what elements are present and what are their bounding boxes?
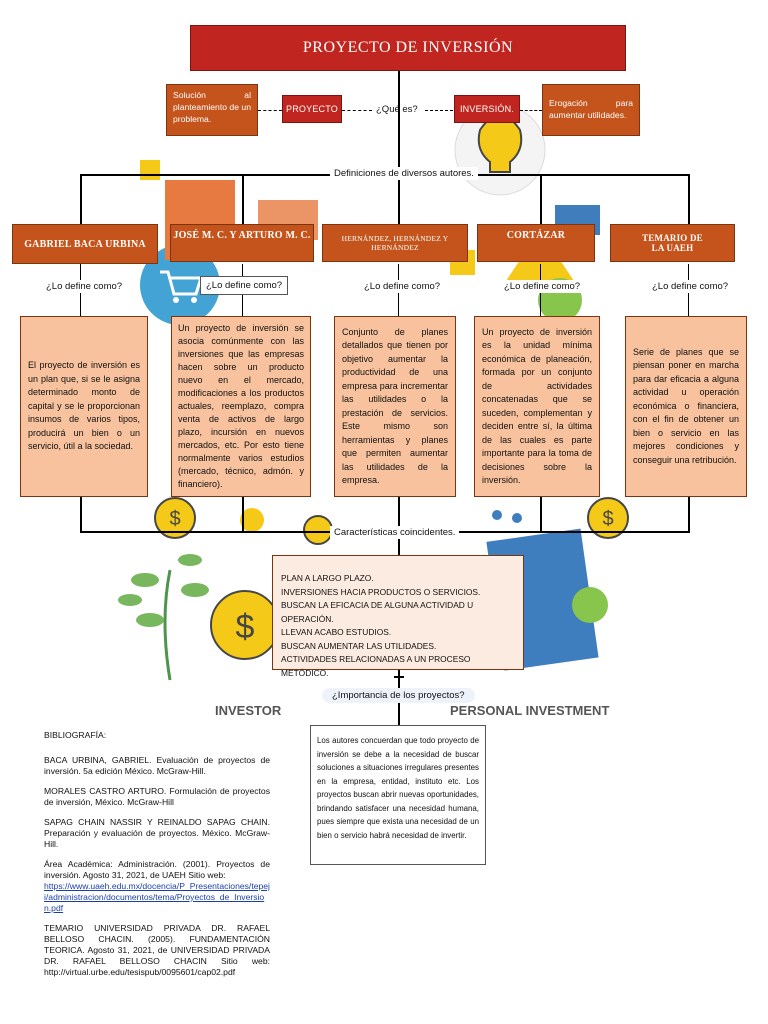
definition-jose-arturo: Un proyecto de inversión se asocia común… xyxy=(171,316,311,497)
page-title: PROYECTO DE INVERSIÓN xyxy=(190,25,626,71)
author-question-cortazar: ¿Lo define como? xyxy=(500,280,585,293)
definitions-label: Definiciones de diversos autores. xyxy=(330,167,478,180)
definition-hernandez: Conjunto de planes detallados que tienen… xyxy=(334,316,456,497)
inversion-box: INVERSIÓN. xyxy=(454,95,520,123)
bibliography-heading: BIBLIOGRAFÍA: xyxy=(44,730,107,740)
svg-text:$: $ xyxy=(169,508,180,530)
author-header-hernandez: HERNÁNDEZ, HERNÁNDEZ Y HERNÁNDEZ xyxy=(322,224,468,262)
coincident-item: BUSCAN AUMENTAR LAS UTILIDADES. xyxy=(281,640,437,651)
coincident-box: PLAN A LARGO PLAZO. INVERSIONES HACIA PR… xyxy=(272,555,524,678)
bibliography-entry: MORALES CASTRO ARTURO. Formulación de pr… xyxy=(44,786,270,807)
svg-text:$: $ xyxy=(602,508,613,530)
importance-box: Los autores concuerdan que todo proyecto… xyxy=(310,725,486,865)
definition-baca: El proyecto de inversión es un plan que,… xyxy=(20,316,148,497)
bibliography-entry: Área Académica: Administración. (2001). … xyxy=(44,859,270,880)
erogation-box: Erogación para aumentar utilidades. xyxy=(542,84,640,136)
author-header-baca: GABRIEL BACA URBINA xyxy=(12,224,158,264)
author-question-baca: ¿Lo define como? xyxy=(42,280,127,293)
definition-cortazar: Un proyecto de inversión es la unidad mí… xyxy=(474,316,600,497)
definition-temario: Serie de planes que se piensan poner en … xyxy=(625,316,747,497)
svg-text:$: $ xyxy=(236,608,255,646)
coincident-item: BUSCAN LA EFICACIA DE ALGUNA ACTIVIDAD U… xyxy=(281,600,474,624)
proyecto-box: PROYECTO xyxy=(282,95,342,123)
bibliography-entry: BACA URBINA, GABRIEL. Evaluación de proy… xyxy=(44,755,270,776)
author-question-hernandez: ¿Lo define como? xyxy=(360,280,445,293)
investor-label: INVESTOR xyxy=(215,703,282,718)
author-question-jose-arturo: ¿Lo define como? xyxy=(200,276,289,295)
author-header-jose-arturo: JOSÉ M. C. Y ARTURO M. C. xyxy=(170,224,314,262)
coincident-item: INVERSIONES HACIA PRODUCTOS O SERVICIOS. xyxy=(281,586,481,597)
coincident-item: LLEVAN ACABO ESTUDIOS. xyxy=(281,627,392,637)
coincident-label: Características coincidentes. xyxy=(330,526,460,539)
author-header-temario: TEMARIO DE LA UAEH xyxy=(610,224,735,262)
importance-label: ¿Importancia de los proyectos? xyxy=(322,688,475,703)
bibliography-entry: TEMARIO UNIVERSIDAD PRIVADA DR. RAFAEL B… xyxy=(44,923,270,977)
problem-solution-box: Solución al planteamiento de un problema… xyxy=(166,84,258,136)
bibliography-entry: SAPAG CHAIN NASSIR Y REINALDO SAPAG CHAI… xyxy=(44,817,270,849)
author-question-temario: ¿Lo define como? xyxy=(648,280,733,293)
coincident-item: PLAN A LARGO PLAZO. xyxy=(281,573,374,583)
bibliography: BIBLIOGRAFÍA: BACA URBINA, GABRIEL. Eval… xyxy=(44,730,270,987)
author-header-cortazar: CORTÁZAR xyxy=(477,224,595,262)
coincident-item: ACTIVIDADES RELACIONADAS A UN PROCESO ME… xyxy=(281,654,471,678)
what-is-question: ¿Qué es? xyxy=(376,104,418,115)
personal-investment-label: PERSONAL INVESTMENT xyxy=(450,703,610,718)
bibliography-link[interactable]: https://www.uaeh.edu.mx/docencia/P_Prese… xyxy=(44,881,270,913)
